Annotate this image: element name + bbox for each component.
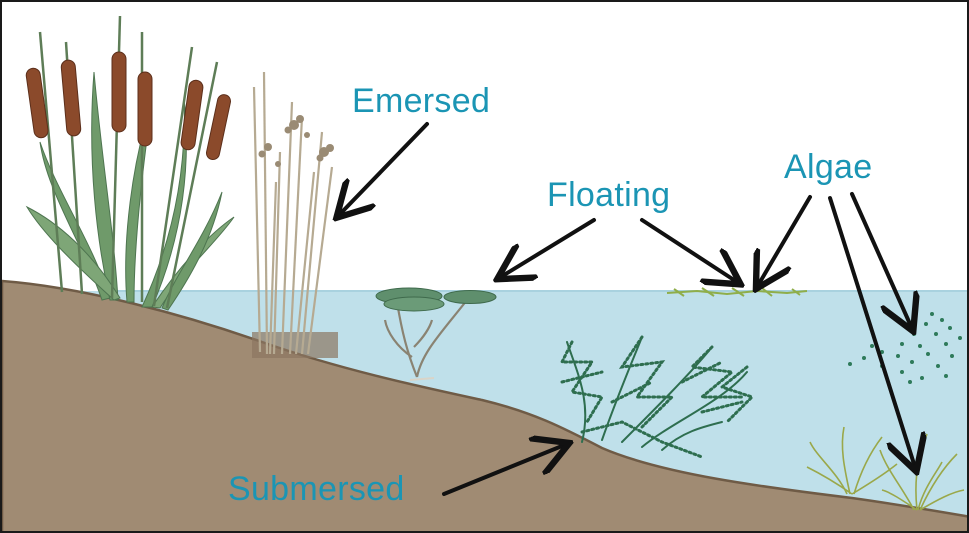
arrow-floating-left <box>504 218 596 275</box>
label-submersed: Submersed <box>228 470 405 508</box>
arrow-submersed <box>442 446 562 496</box>
planktonic-algae-icon <box>848 312 962 384</box>
arrow-algae-mat <box>760 195 812 282</box>
arrows <box>342 122 914 496</box>
label-algae: Algae <box>784 148 873 186</box>
arrow-floating-right <box>640 218 734 280</box>
arrow-algae-plankton <box>850 192 910 324</box>
cattail-plant-icon <box>25 15 235 311</box>
submersed-plant-icon <box>559 335 755 459</box>
water-lily-icon <box>375 287 497 381</box>
arrow-algae-bottom <box>828 196 914 464</box>
label-emersed: Emersed <box>352 82 491 120</box>
reed-plant-icon <box>252 71 338 358</box>
arrow-emersed <box>342 122 429 212</box>
label-floating: Floating <box>547 176 671 214</box>
soil-bank <box>2 279 967 531</box>
